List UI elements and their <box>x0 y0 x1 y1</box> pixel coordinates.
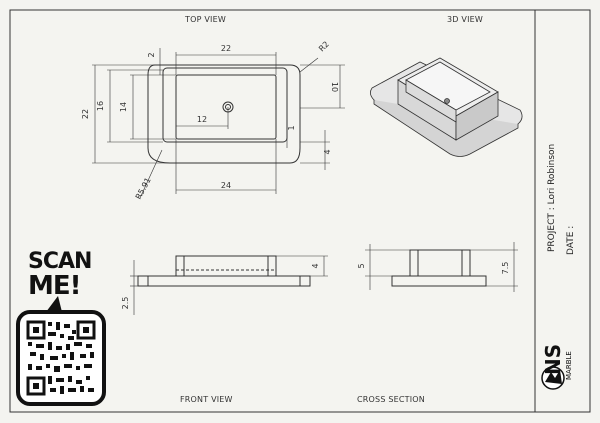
dim-inner-height: 16 <box>96 101 105 111</box>
label-top-view: TOP VIEW <box>185 15 226 24</box>
label-3d-view: 3D VIEW <box>447 15 483 24</box>
date-label: DATE : <box>566 225 576 255</box>
scan-line-1: SCAN <box>28 249 92 274</box>
dim-front-height: 4 <box>311 263 320 268</box>
brand-subtitle: MARBLE <box>565 351 573 380</box>
iso-view <box>370 57 523 157</box>
cross-section-dimensions <box>365 242 518 292</box>
project-label: PROJECT : Lori Robinson <box>547 143 557 252</box>
front-view <box>137 255 311 287</box>
label-cross-section: CROSS SECTION <box>357 395 425 404</box>
dim-outer-height: 22 <box>81 109 90 119</box>
brand-name: NS <box>541 343 565 375</box>
cross-section-view <box>391 249 487 287</box>
brand-logo-icon <box>541 366 565 390</box>
front-view-dimensions <box>130 255 328 315</box>
sheet-border <box>9 9 591 413</box>
dim-step: 1 <box>287 125 296 130</box>
dim-section-total: 7.5 <box>501 262 510 275</box>
label-front-view: FRONT VIEW <box>180 395 233 404</box>
dim-top-gap: 2 <box>147 52 156 57</box>
qr-code <box>16 296 106 406</box>
scan-line-2: ME! <box>28 271 82 301</box>
top-view-dimensions <box>92 48 345 199</box>
dim-tab-height: 10 <box>330 82 339 92</box>
dim-tab-lower: 4 <box>323 149 332 154</box>
scan-me-heading: SCAN ME! <box>28 249 92 301</box>
dim-front-base: 2.5 <box>121 297 130 310</box>
dim-radius-small: R2 <box>317 40 331 54</box>
dim-radius-large: R5.91 <box>134 176 153 201</box>
dim-hole-offset: 12 <box>197 115 207 124</box>
top-view <box>147 64 301 164</box>
dim-section-upper: 5 <box>357 263 366 268</box>
dim-top-width: 22 <box>221 44 231 53</box>
dim-overall-width: 24 <box>221 181 231 190</box>
dim-pocket-height: 14 <box>119 102 128 112</box>
